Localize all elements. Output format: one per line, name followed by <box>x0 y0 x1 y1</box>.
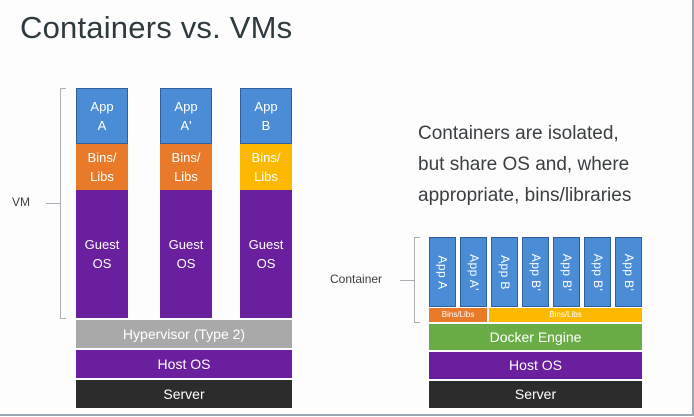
guest-os-label: Guest <box>248 237 284 252</box>
container-bracket-bottom <box>414 322 420 323</box>
container-app-label: App A' <box>467 253 481 291</box>
vm-server-layer: Server <box>76 380 292 408</box>
vm-app-a: App A <box>76 88 128 144</box>
container-app: App B' <box>615 237 642 307</box>
vm-bracket-top <box>60 88 66 89</box>
app-label: B <box>261 118 271 133</box>
vm-bracket-tick <box>46 203 60 204</box>
container-server-layer: Server <box>429 381 642 408</box>
vm-bins-libs-b: Bins/ Libs <box>240 144 292 190</box>
vm-guest-os-a-prime: Guest OS <box>160 190 212 318</box>
docker-engine-layer: Docker Engine <box>429 324 642 350</box>
bins-label: Libs <box>174 169 198 184</box>
guest-os-label: Guest <box>84 237 120 252</box>
container-app-label: App B <box>498 254 513 290</box>
container-app-label: App B' <box>560 253 575 291</box>
description-line: Containers are isolated, <box>418 123 619 144</box>
bins-label: Bins/ <box>87 150 117 165</box>
guest-os-label: OS <box>176 256 196 271</box>
container-bins-libs-a: Bins/Libs <box>429 308 487 322</box>
vm-label: VM <box>12 195 30 209</box>
app-label: App <box>174 99 198 114</box>
container-app: App B' <box>553 237 580 307</box>
slide-title: Containers vs. VMs <box>20 10 293 45</box>
vm-guest-os-b: Guest OS <box>240 190 292 318</box>
bins-label: Bins/ <box>171 150 201 165</box>
app-label: A' <box>180 118 192 133</box>
guest-os-label: Guest <box>168 237 204 252</box>
vm-app-b: App B <box>240 88 292 144</box>
container-app-label: App A <box>436 254 450 290</box>
container-bins-libs-b: Bins/Libs <box>489 308 642 322</box>
container-app-label: App B' <box>529 253 544 291</box>
vm-guest-os-a: Guest OS <box>76 190 128 318</box>
vm-bins-libs-a: Bins/ Libs <box>76 144 128 190</box>
description-text: Containers are isolated, but share OS an… <box>418 118 690 211</box>
app-label: A <box>97 118 107 133</box>
container-app: App B' <box>522 237 549 307</box>
container-bracket-tick <box>400 280 414 281</box>
container-app: App A <box>429 237 456 307</box>
guest-os-label: OS <box>256 256 276 271</box>
description-line: but share OS and, where <box>418 154 630 175</box>
container-bracket <box>414 237 415 323</box>
bins-label: Libs <box>254 169 278 184</box>
bins-label: Bins/ <box>251 150 281 165</box>
hypervisor-layer: Hypervisor (Type 2) <box>76 320 292 348</box>
container-bracket-top <box>414 237 420 238</box>
container-app: App B <box>491 237 518 307</box>
container-label: Container <box>330 272 383 286</box>
container-app: App A' <box>460 237 487 307</box>
container-app: App B' <box>584 237 611 307</box>
vm-bins-libs-a-prime: Bins/ Libs <box>160 144 212 190</box>
container-app-label: App B' <box>591 253 606 291</box>
vm-bracket <box>60 88 61 318</box>
vm-app-a-prime: App A' <box>160 88 212 144</box>
bins-label: Libs <box>90 169 114 184</box>
vm-host-os-layer: Host OS <box>76 350 292 378</box>
container-app-label: App B' <box>622 253 637 291</box>
vm-bracket-bottom <box>60 318 66 319</box>
container-host-os-layer: Host OS <box>429 352 642 379</box>
guest-os-label: OS <box>92 256 112 271</box>
description-line: appropriate, bins/libraries <box>418 185 632 206</box>
app-label: App <box>254 99 278 114</box>
app-label: App <box>90 99 114 114</box>
